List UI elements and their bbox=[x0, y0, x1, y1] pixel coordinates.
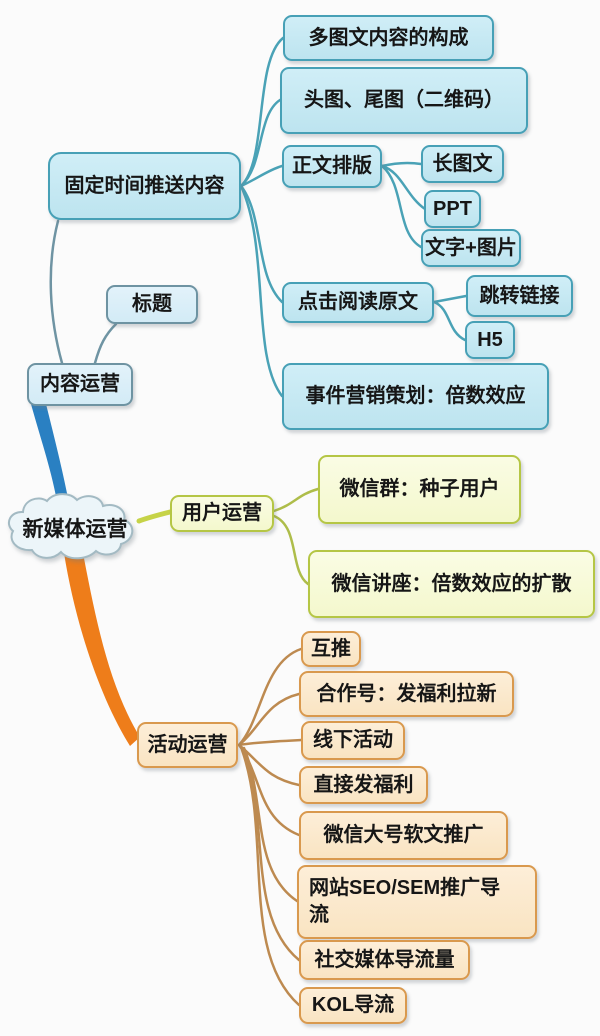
node-social-media-traffic[interactable]: 社交媒体导流量 bbox=[299, 940, 470, 980]
node-fixed-time-push[interactable]: 固定时间推送内容 bbox=[48, 152, 241, 220]
edge-user-to-wechat-group bbox=[272, 487, 320, 513]
edge-fixed-to-click-read bbox=[239, 184, 284, 304]
node-wechat-big-account-promo[interactable]: 微信大号软文推广 bbox=[299, 811, 508, 860]
edge-click-to-jump-link bbox=[432, 294, 468, 304]
node-direct-benefits[interactable]: 直接发福利 bbox=[299, 766, 428, 804]
edge-content-to-fixed-time bbox=[49, 219, 64, 365]
branch-root-to-user bbox=[136, 509, 173, 524]
root-label: 新媒体运营 bbox=[22, 518, 128, 541]
edge-click-to-h5 bbox=[432, 300, 467, 342]
edge-activity-to-seo-sem bbox=[242, 746, 299, 903]
node-wechat-group-seed-users[interactable]: 微信群：种子用户 bbox=[318, 455, 521, 524]
node-h5[interactable]: H5 bbox=[465, 321, 515, 359]
node-body-layout[interactable]: 正文排版 bbox=[282, 145, 382, 188]
edge-body-to-text-image bbox=[380, 164, 423, 249]
node-title[interactable]: 标题 bbox=[106, 285, 198, 324]
edge-activity-to-partner bbox=[237, 692, 301, 747]
node-wechat-lecture-spread[interactable]: 微信讲座：倍数效应的扩散 bbox=[308, 550, 595, 618]
node-partner-accounts[interactable]: 合作号：发福利拉新 bbox=[299, 671, 514, 717]
edge-user-to-wechat-lecture bbox=[272, 514, 310, 586]
node-new-media-operations[interactable]: 新媒体运营 bbox=[4, 490, 146, 566]
edge-activity-to-offline bbox=[237, 738, 303, 747]
edge-fixed-to-multi-article bbox=[239, 36, 285, 188]
branch-root-to-content bbox=[31, 404, 68, 501]
edge-body-to-long-article bbox=[380, 161, 423, 168]
edge-fixed-to-header-footer bbox=[239, 98, 282, 188]
node-kol-traffic[interactable]: KOL导流 bbox=[299, 987, 407, 1024]
edge-activity-to-kol bbox=[240, 748, 301, 1007]
cloud-shape bbox=[8, 493, 134, 560]
edge-activity-to-social-traffic bbox=[242, 748, 301, 962]
node-user-operations[interactable]: 用户运营 bbox=[170, 495, 274, 532]
node-long-article[interactable]: 长图文 bbox=[421, 145, 504, 183]
node-offline-events[interactable]: 线下活动 bbox=[301, 721, 405, 760]
edge-body-to-ppt bbox=[380, 164, 427, 211]
branch-root-to-activity bbox=[64, 548, 140, 746]
edge-fixed-to-body-layout bbox=[239, 164, 284, 188]
node-ppt[interactable]: PPT bbox=[424, 190, 481, 228]
node-activity-operations[interactable]: 活动运营 bbox=[137, 722, 238, 768]
node-multi-article-composition[interactable]: 多图文内容的构成 bbox=[283, 15, 494, 61]
node-text-plus-image[interactable]: 文字+图片 bbox=[421, 229, 521, 267]
edge-content-to-title bbox=[93, 322, 118, 365]
node-header-footer-image[interactable]: 头图、尾图（二维码） bbox=[280, 67, 528, 134]
edge-activity-to-mutual-promo bbox=[237, 647, 303, 747]
node-click-read-original[interactable]: 点击阅读原文 bbox=[282, 282, 434, 323]
node-jump-link[interactable]: 跳转链接 bbox=[466, 275, 573, 317]
node-event-marketing[interactable]: 事件营销策划：倍数效应 bbox=[282, 363, 549, 430]
edge-fixed-to-event-marketing bbox=[239, 184, 284, 398]
node-seo-sem-traffic[interactable]: 网站SEO/SEM推广导流 bbox=[297, 865, 537, 939]
node-content-operations[interactable]: 内容运营 bbox=[27, 363, 133, 406]
node-mutual-promotion[interactable]: 互推 bbox=[301, 631, 361, 667]
